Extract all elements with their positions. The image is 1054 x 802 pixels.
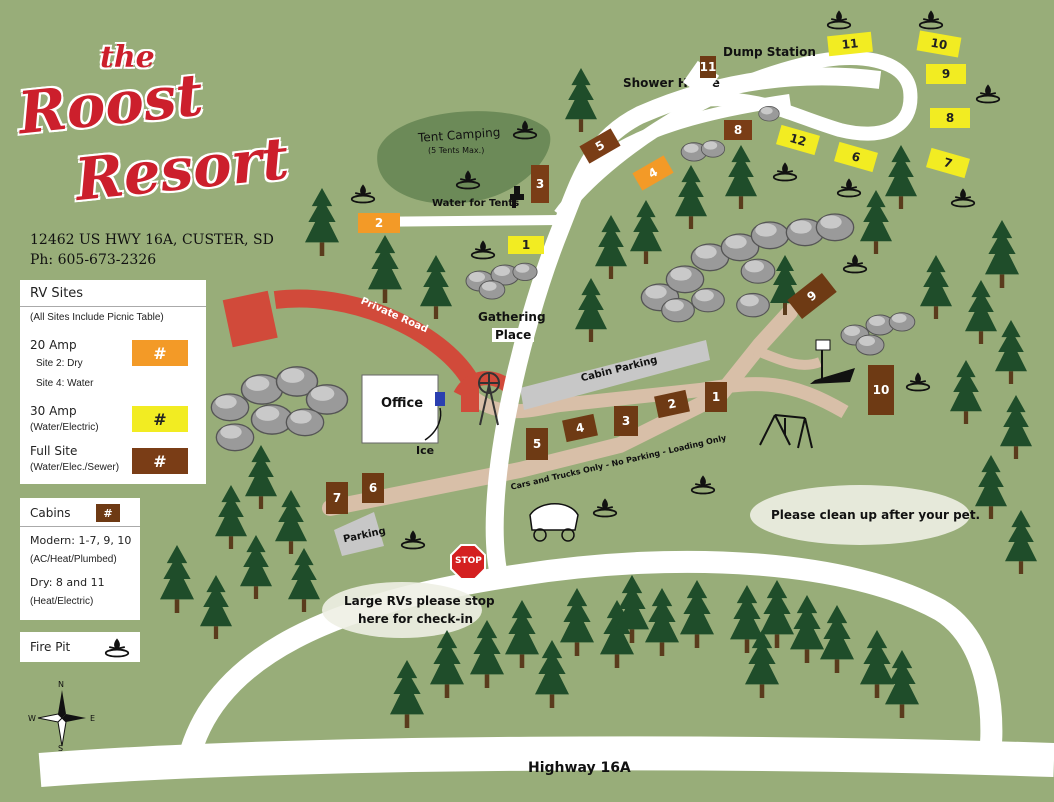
- fire-pit-label: Fire Pit: [30, 640, 71, 654]
- cabins-legend: Cabins # Modern: 1-7, 9, 10 (AC/Heat/Plu…: [20, 498, 140, 620]
- amp30-label: 30 Amp: [30, 404, 77, 418]
- rv-site-9: 9: [926, 64, 966, 84]
- phone: Ph: 605-673-2326: [30, 252, 157, 268]
- logo-the: the: [100, 40, 155, 75]
- stop-label: STOP: [455, 556, 482, 566]
- full-site-sub: (Water/Elec./Sewer): [30, 462, 120, 473]
- covered-wagon-icon: [529, 503, 579, 542]
- basketball-hoop-icon: [810, 339, 855, 384]
- compass-n: N: [58, 680, 64, 689]
- cabins-swatch: #: [96, 504, 120, 522]
- office-building: [361, 374, 439, 444]
- tent-camping-area: [377, 111, 551, 204]
- rv-legend-note: (All Sites Include Picnic Table): [30, 312, 164, 323]
- compass-w: W: [28, 714, 36, 723]
- cabin-5: 5: [526, 428, 548, 460]
- gathering-label: Gathering: [478, 310, 546, 324]
- water-faucet-icon: [510, 186, 524, 208]
- large-rvs-label-1: Large RVs please stop: [344, 594, 495, 608]
- tent-camping-sub: (5 Tents Max.): [428, 146, 485, 155]
- amp20-site4: Site 4: Water: [36, 378, 94, 389]
- place-label: Place: [492, 328, 535, 342]
- address: 12462 US HWY 16A, CUSTER, SD: [30, 232, 274, 248]
- rv-site-8: 8: [930, 108, 970, 128]
- ice-box: [435, 392, 445, 406]
- modern-cabins: Modern: 1-7, 9, 10: [30, 534, 132, 547]
- dump-station-label: Dump Station: [723, 45, 816, 59]
- rv-sites-legend: RV Sites (All Sites Include Picnic Table…: [20, 280, 206, 484]
- compass-rose-icon: [37, 690, 86, 747]
- fire-pit-legend: Fire Pit: [20, 632, 140, 662]
- rv-legend-title: RV Sites: [30, 286, 84, 301]
- amp20-label: 20 Amp: [30, 338, 77, 352]
- cabin-1: 1: [705, 382, 727, 412]
- rv-site-1: 1: [508, 236, 544, 254]
- highway-label: Highway 16A: [528, 760, 631, 776]
- cabin-6: 6: [362, 473, 384, 503]
- private-road: [273, 289, 479, 412]
- compass-e: E: [90, 714, 96, 723]
- modern-cabins-sub: (AC/Heat/Plumbed): [30, 554, 117, 565]
- dry-cabins-sub: (Heat/Electric): [30, 596, 94, 607]
- swing-set-icon: [759, 414, 813, 449]
- compass-s: S: [58, 744, 64, 753]
- ice-label: Ice: [416, 444, 435, 457]
- parking-area: [334, 512, 384, 556]
- clean-up-label: Please clean up after your pet.: [771, 508, 981, 522]
- dry-cabins: Dry: 8 and 11: [30, 576, 105, 589]
- cabin-parking-area: [520, 340, 710, 410]
- rv-site-3: 3: [531, 165, 549, 203]
- windmill-icon: [478, 372, 500, 426]
- entry-loop-road: [174, 550, 1003, 793]
- office-label: Office: [381, 396, 424, 411]
- cabin-10: 10: [868, 365, 894, 415]
- full-site-swatch: #: [132, 448, 188, 474]
- amp20-site2: Site 2: Dry: [36, 358, 83, 369]
- fire-pit-icon: [104, 637, 130, 658]
- cabins-legend-title: Cabins: [30, 506, 71, 520]
- cabin-7: 7: [326, 482, 348, 514]
- large-rvs-label-2: here for check-in: [358, 612, 474, 626]
- rv-site-8-full: 8: [724, 120, 752, 140]
- amp30-swatch: #: [132, 406, 188, 432]
- stop-sign-icon: [450, 544, 486, 580]
- cabin-drive: [322, 304, 798, 516]
- cabin-3: 3: [614, 406, 638, 436]
- amp20-swatch: #: [132, 340, 188, 366]
- cabin-11: 11: [700, 56, 716, 78]
- highway-16a-road: [38, 736, 1054, 787]
- amp30-sub: (Water/Electric): [30, 422, 99, 433]
- rv-site-2: 2: [358, 213, 400, 233]
- full-site-label: Full Site: [30, 444, 78, 458]
- water-for-tents-label: Water for Tents: [432, 198, 520, 209]
